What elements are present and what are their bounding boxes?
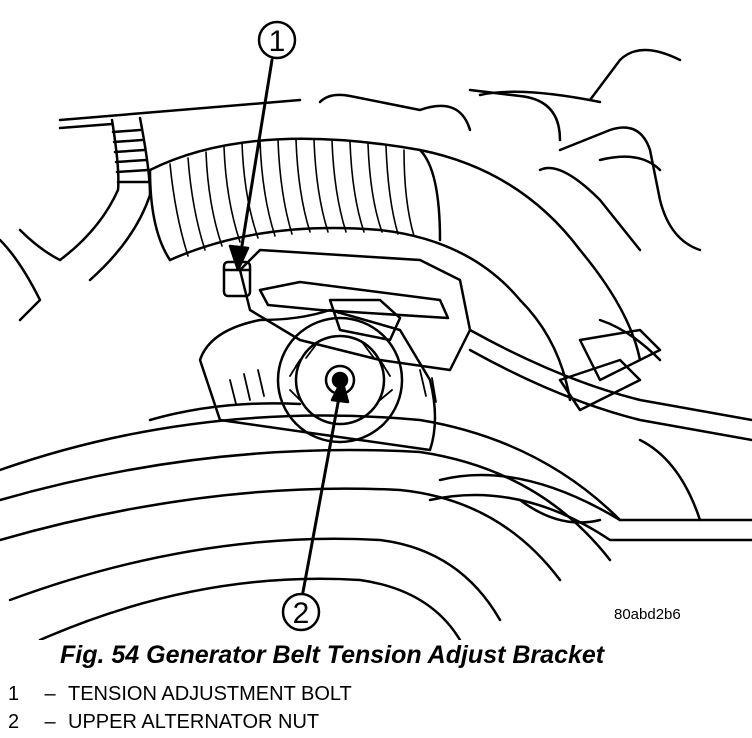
alternator-body [148, 308, 437, 452]
legend-description: UPPER ALTERNATOR NUT [68, 710, 320, 733]
legend-separator: – [44, 710, 56, 733]
legend-number: 1 [8, 682, 20, 705]
engine-illustration: 1 2 [0, 20, 752, 640]
legend-description: TENSION ADJUSTMENT BOLT [68, 682, 352, 705]
callout-1: 1 [228, 20, 297, 272]
callout-2: 2 [281, 378, 350, 632]
callout-legend: 1 – TENSION ADJUSTMENT BOLT 2 – UPPER AL… [8, 680, 748, 736]
upper-body-lines [58, 48, 702, 252]
intake-duct [148, 137, 662, 412]
left-corrugated-hose [0, 116, 152, 322]
legend-number: 2 [8, 710, 20, 733]
legend-item: 2 – UPPER ALTERNATOR NUT [8, 708, 748, 736]
legend-separator: – [44, 682, 56, 705]
tension-adjust-bracket [222, 248, 472, 372]
right-tubes [428, 328, 752, 542]
callout-1-number: 1 [269, 25, 286, 58]
figure-caption: Fig. 54 Generator Belt Tension Adjust Br… [60, 641, 605, 669]
figure-code: 80abd2b6 [614, 606, 681, 623]
callout-2-number: 2 [293, 597, 310, 630]
legend-item: 1 – TENSION ADJUSTMENT BOLT [8, 680, 748, 708]
lower-shroud [0, 414, 622, 640]
